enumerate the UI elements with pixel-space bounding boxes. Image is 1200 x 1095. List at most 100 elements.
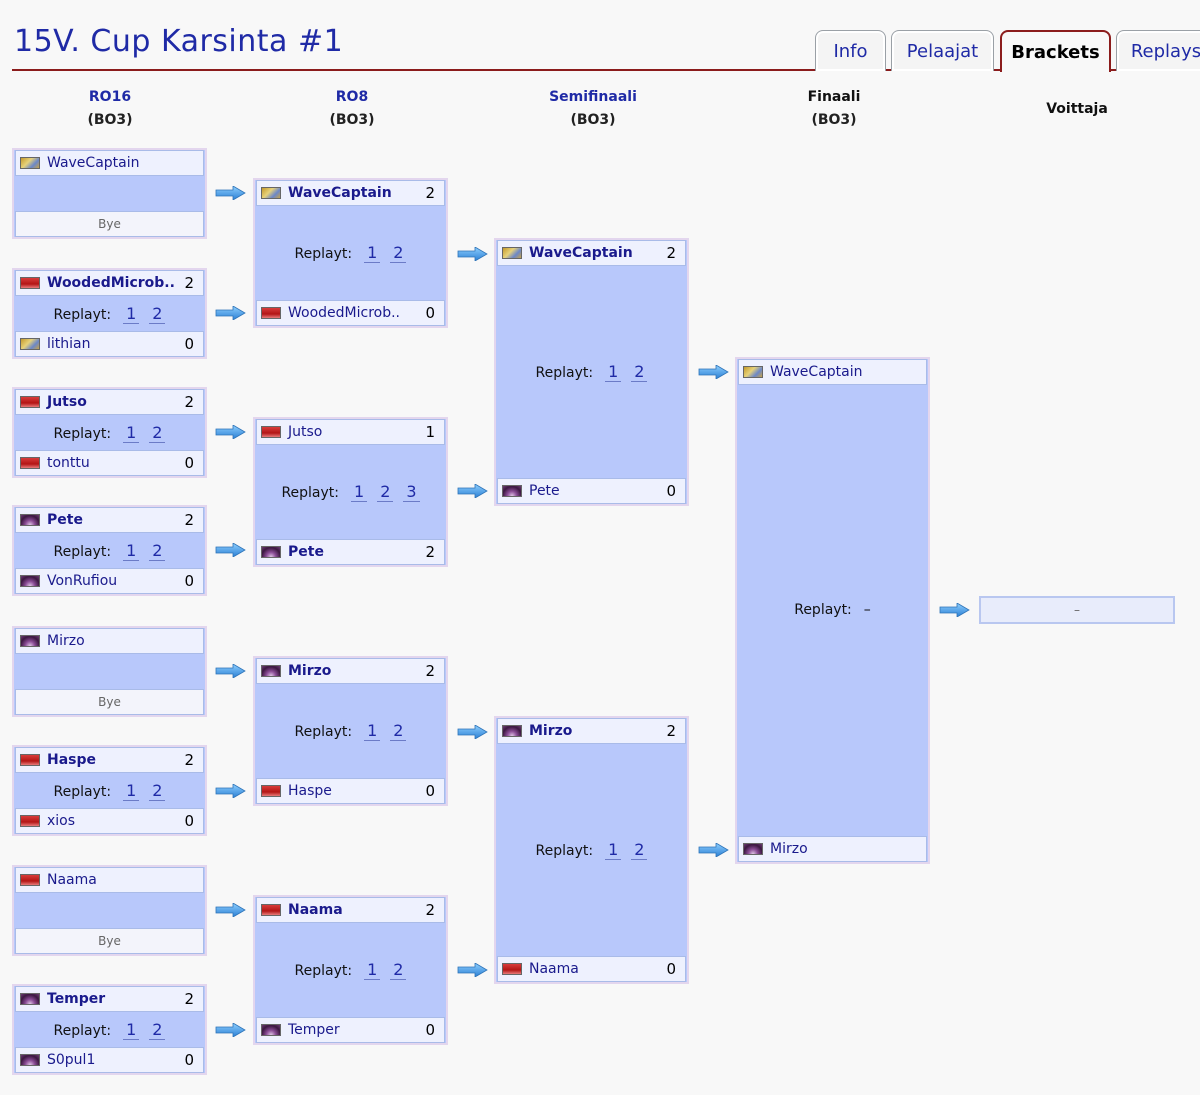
player-name[interactable]: WaveCaptain (47, 155, 140, 171)
player-slot[interactable]: WaveCaptain (738, 359, 927, 385)
player-name[interactable]: WoodedMicrob.. (47, 275, 175, 291)
replay-link[interactable]: 2 (390, 722, 407, 741)
tab-replays[interactable]: Replays (1116, 30, 1200, 71)
replay-link[interactable]: 1 (605, 363, 622, 382)
replay-link[interactable]: 2 (390, 244, 407, 263)
replay-link[interactable]: 1 (364, 961, 381, 980)
replay-link[interactable]: 1 (351, 483, 368, 502)
player-name[interactable]: Naama (529, 961, 579, 977)
player-name[interactable]: S0pul1 (47, 1052, 96, 1068)
replay-link[interactable]: 2 (149, 1021, 166, 1040)
race-icon (20, 277, 40, 289)
tab-pelaajat[interactable]: Pelaajat (891, 30, 994, 71)
tab-brackets[interactable]: Brackets (1000, 30, 1111, 72)
replay-link[interactable]: 1 (123, 1021, 140, 1040)
player-slot[interactable]: WoodedMicrob..2 (15, 270, 204, 296)
player-name[interactable]: tonttu (47, 455, 90, 471)
player-slot[interactable]: WoodedMicrob..0 (256, 300, 445, 326)
player-name[interactable]: xios (47, 813, 76, 829)
replay-link[interactable]: 2 (149, 542, 166, 561)
round-format: (BO3) (87, 112, 133, 128)
player-slot[interactable]: Jutso 1 (256, 419, 445, 445)
round-format: (BO3) (329, 112, 375, 128)
race-icon (743, 366, 763, 378)
player-slot[interactable]: Mirzo (15, 628, 204, 654)
player-name[interactable]: Haspe (288, 783, 332, 799)
replay-link[interactable]: 2 (631, 841, 648, 860)
replay-link[interactable]: 1 (123, 782, 140, 801)
replay-link[interactable]: 2 (390, 961, 407, 980)
player-name[interactable]: Jutso (288, 424, 323, 440)
winner-box: – (979, 596, 1175, 624)
player-name[interactable]: Naama (47, 872, 97, 888)
player-name[interactable]: VonRufiou (47, 573, 118, 589)
player-slot[interactable]: Naama (15, 867, 204, 893)
replay-link[interactable]: 1 (123, 424, 140, 443)
replay-link[interactable]: 2 (149, 782, 166, 801)
round-format: (BO3) (570, 112, 616, 128)
player-score: 0 (425, 782, 435, 800)
replay-link[interactable]: 1 (364, 722, 381, 741)
player-slot[interactable]: Mirzo (738, 836, 927, 862)
replay-link[interactable]: 1 (364, 244, 381, 263)
player-name[interactable]: Temper (47, 991, 106, 1007)
player-name[interactable]: Mirzo (770, 841, 808, 857)
replay-link[interactable]: 1 (123, 542, 140, 561)
round-name: Finaali (807, 89, 861, 105)
player-score: 1 (425, 423, 435, 441)
player-name[interactable]: Pete (529, 483, 560, 499)
player-name[interactable]: Pete (288, 544, 324, 560)
replay-link[interactable]: 1 (123, 305, 140, 324)
replay-link[interactable]: 2 (149, 424, 166, 443)
player-slot[interactable]: WaveCaptain (15, 150, 204, 176)
player-slot[interactable]: Haspe 0 (256, 778, 445, 804)
tab-info[interactable]: Info (815, 30, 886, 71)
player-name[interactable]: Mirzo (47, 633, 85, 649)
race-icon (261, 426, 281, 438)
player-name[interactable]: Haspe (47, 752, 97, 768)
player-name[interactable]: WaveCaptain (770, 364, 863, 380)
player-name[interactable]: Mirzo (529, 723, 573, 739)
player-name[interactable]: Pete (47, 512, 83, 528)
player-score: 2 (184, 393, 194, 411)
replay-link[interactable]: 2 (631, 363, 648, 382)
player-slot[interactable]: Jutso 2 (15, 389, 204, 415)
player-name[interactable]: Mirzo (288, 663, 332, 679)
player-name[interactable]: Temper (288, 1022, 340, 1038)
player-name[interactable]: WoodedMicrob.. (288, 305, 401, 321)
player-name[interactable]: WaveCaptain (529, 245, 633, 261)
race-icon (20, 1054, 40, 1066)
player-name[interactable]: Naama (288, 902, 343, 918)
player-name[interactable]: lithian (47, 336, 91, 352)
replay-link[interactable]: 2 (149, 305, 166, 324)
replay-link[interactable]: 2 (377, 483, 394, 502)
player-name[interactable]: WaveCaptain (288, 185, 392, 201)
replay-link[interactable]: 3 (403, 483, 420, 502)
player-name[interactable]: Jutso (47, 394, 87, 410)
replay-link[interactable]: 1 (605, 841, 622, 860)
